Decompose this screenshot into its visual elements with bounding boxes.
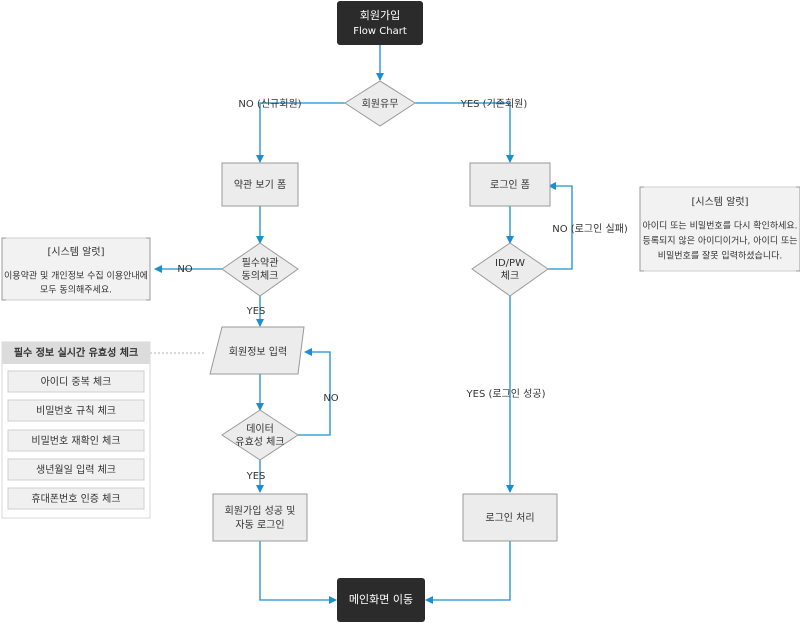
- decision-terms-line2: 동의체크: [242, 270, 279, 282]
- signup-success-line1: 회원가입 성공 및: [225, 504, 296, 517]
- alert-right: [시스템 알럿] 아이디 또는 비밀번호를 다시 확인하세요. 등록되지 않은 …: [639, 186, 800, 272]
- terms-form-label: 약관 보기 폼: [234, 179, 286, 191]
- edge-data-no: [298, 348, 331, 436]
- check-item-box: [7, 370, 145, 393]
- edge-member-yes: [415, 102, 514, 163]
- decision-member-label: 회원유무: [362, 98, 399, 110]
- terms-form-node: 약관 보기 폼: [221, 162, 299, 207]
- start-node: 회원가입 Flow Chart: [337, 1, 423, 45]
- alert-left-line1: 이용약관 및 개인정보 수집 이용안내에: [4, 270, 148, 282]
- alert-left: [시스템 알럿] 이용약관 및 개인정보 수집 이용안내에 모두 동의해주세요.: [1, 237, 151, 301]
- decision-data: 데이터 유효성 체크: [221, 409, 299, 461]
- start-title: 회원가입: [360, 9, 400, 22]
- edge-label-login-fail: NO (로그인 실패): [552, 223, 628, 235]
- check-item-box: [7, 429, 145, 452]
- edge-label-terms-no: NO: [177, 264, 192, 275]
- decision-data-line2: 유효성 체크: [235, 436, 284, 448]
- check-panel-title: 필수 정보 실시간 유효성 체크: [14, 346, 138, 359]
- alert-right-title: [시스템 알럿]: [692, 196, 749, 208]
- alert-right-line3: 비밀번호를 잘못 입력하셨습니다.: [658, 250, 783, 262]
- login-process-node: 로그인 처리: [462, 493, 558, 542]
- edge-label-data-yes: YES: [246, 471, 266, 482]
- decision-data-line1: 데이터: [246, 423, 274, 435]
- check-item-id-dup: 아이디 중복 체크: [41, 376, 112, 388]
- member-info-input-node: 회원정보 입력: [209, 326, 305, 375]
- check-item-pw-rule: 비밀번호 규칙 체크: [36, 405, 116, 417]
- edge-login-to-main: [425, 541, 511, 604]
- alert-right-line1: 아이디 또는 비밀번호를 다시 확인하세요.: [642, 220, 797, 232]
- check-item-pw-confirm: 비밀번호 재확인 체크: [31, 435, 120, 447]
- alert-right-line2: 등록되지 않은 아이디이거나, 아이디 또는: [642, 236, 797, 247]
- alert-left-title: [시스템 알럿]: [48, 246, 105, 258]
- edge-label-terms-yes: YES: [246, 306, 266, 317]
- main-screen-label: 메인화면 이동: [349, 593, 413, 606]
- edge-label-data-no: NO: [323, 393, 338, 404]
- check-item-box: [7, 458, 145, 481]
- edge-label-no-new: NO (신규회원): [238, 98, 301, 110]
- edge-member-no: [256, 102, 345, 163]
- check-item-box: [7, 487, 145, 510]
- edge-signup-to-main: [259, 541, 337, 604]
- edges: [150, 45, 573, 604]
- check-item-phone-auth: 휴대폰번호 인증 체크: [31, 493, 120, 505]
- start-subtitle: Flow Chart: [353, 26, 407, 37]
- edge-login-fail: [548, 182, 573, 270]
- check-item-box: [7, 399, 145, 422]
- edge-label-login-success: YES (로그인 성공): [466, 388, 546, 400]
- check-item-birthdate: 생년월일 입력 체크: [36, 463, 116, 476]
- login-form-label: 로그인 폼: [490, 179, 530, 191]
- decision-member: 회원유무: [344, 80, 416, 127]
- check-panel: 필수 정보 실시간 유효성 체크 아이디 중복 체크 비밀번호 규칙 체크 비밀…: [1, 341, 151, 519]
- decision-idpw-line2: 체크: [501, 270, 519, 282]
- signup-success-node: 회원가입 성공 및 자동 로그인: [212, 493, 308, 542]
- decision-idpw-line1: ID/PW: [495, 258, 525, 269]
- edge-label-yes-existing: YES (기존회원): [460, 98, 528, 110]
- member-info-input-label: 회원정보 입력: [229, 345, 287, 358]
- signup-success-line2: 자동 로그인: [235, 519, 284, 531]
- alert-left-line2: 모두 동의해주세요.: [40, 285, 112, 296]
- login-process-label: 로그인 처리: [485, 512, 534, 524]
- main-screen-node: 메인화면 이동: [337, 578, 425, 622]
- decision-idpw: ID/PW 체크: [471, 242, 549, 297]
- decision-terms: 필수약관 동의체크: [221, 242, 299, 297]
- decision-terms-line1: 필수약관: [242, 257, 279, 269]
- login-form-node: 로그인 폼: [469, 162, 551, 207]
